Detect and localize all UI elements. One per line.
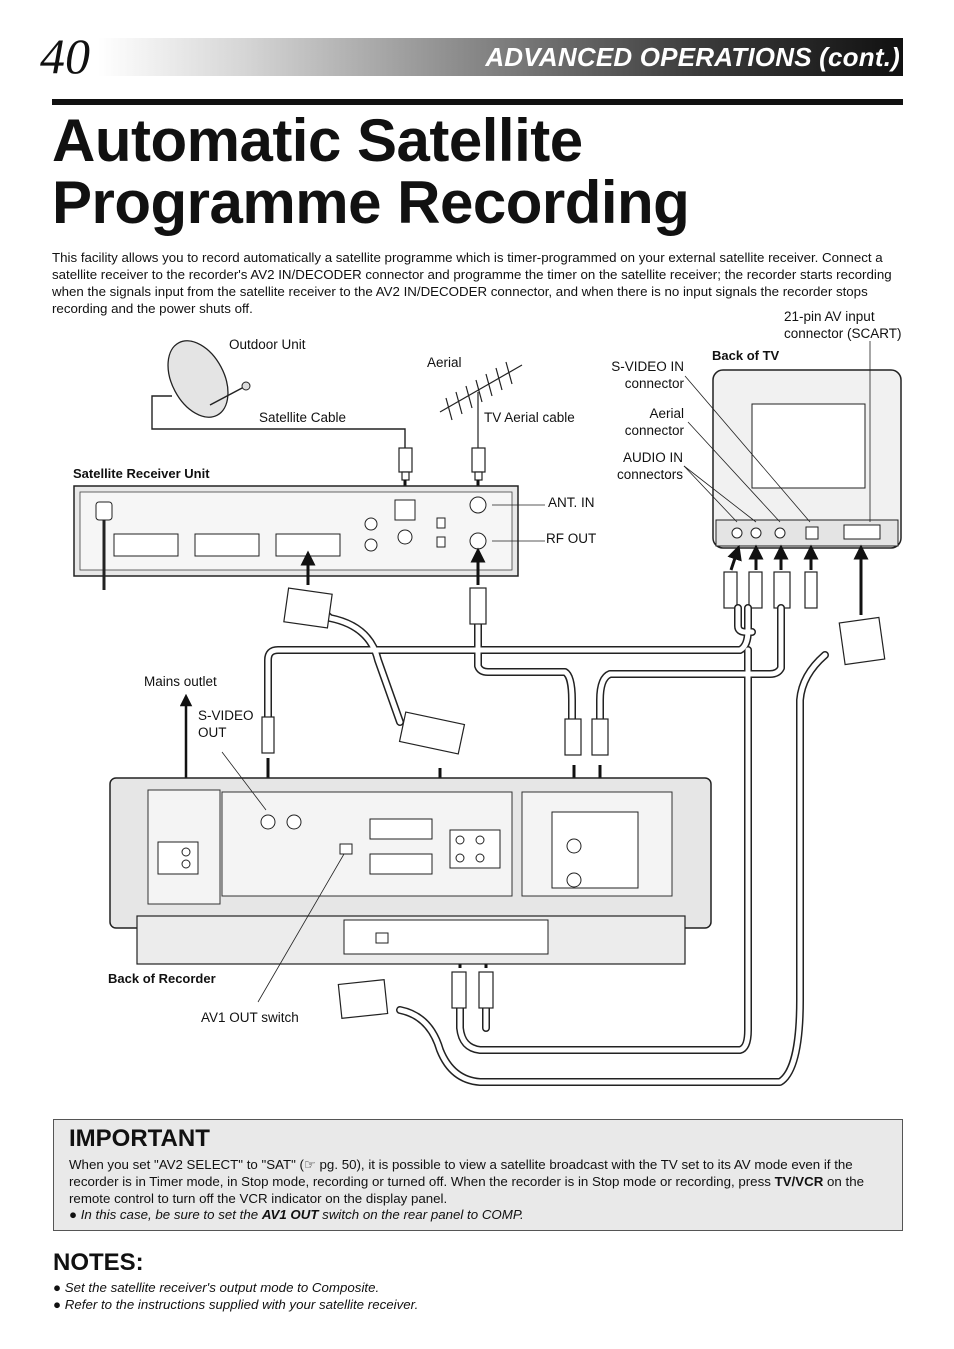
important-text-c: on the remote control to turn off the VC… [69, 1174, 864, 1206]
intro-paragraph: This facility allows you to record autom… [52, 250, 892, 316]
bullet-icon: ● [53, 1280, 62, 1295]
note-text: Set the satellite receiver's output mode… [64, 1280, 380, 1295]
important-heading: IMPORTANT [69, 1125, 210, 1152]
label-svideo-in-line2: connector [625, 376, 685, 391]
label-aerial: Aerial [427, 355, 462, 370]
note-text: Refer to the instructions supplied with … [64, 1297, 419, 1312]
label-svideo-out-line2: OUT [198, 725, 227, 740]
label-satellite-receiver-unit: Satellite Receiver Unit [73, 466, 210, 481]
page-title-line-2: Programme Recording [52, 169, 690, 236]
label-back-of-tv: Back of TV [712, 348, 780, 363]
page-title-line-1: Automatic Satellite [52, 107, 583, 174]
important-note: ● In this case, be sure to set the AV1 O… [69, 1206, 889, 1223]
notes-heading: NOTES: [53, 1249, 144, 1276]
satellite-dish-icon [151, 340, 406, 448]
label-av1-out-switch: AV1 OUT switch [201, 1010, 299, 1025]
page-reference-icon: ☞ [303, 1157, 316, 1172]
label-audio-in-line2: connectors [617, 467, 683, 482]
header-rule [52, 99, 903, 105]
page-title: Automatic Satellite Programme Recording [52, 110, 912, 234]
satellite-receiver-unit [73, 485, 519, 590]
tv-back-panel [712, 369, 902, 549]
page-number: 40 [40, 28, 90, 84]
important-note-text-a: In this case, be sure to set the [77, 1207, 262, 1222]
label-svideo-in-line1: S-VIDEO IN [611, 359, 684, 374]
tv-vcr-key: TV/VCR [774, 1174, 824, 1189]
important-text-a: When you set "AV2 SELECT" to "SAT" ( [69, 1157, 304, 1172]
bullet-icon: ● [53, 1297, 62, 1312]
recorder-back-panel [109, 777, 712, 965]
label-tv-aerial-cable: TV Aerial cable [484, 410, 575, 425]
important-text-b: pg. 50), it is possible to view a satell… [69, 1157, 853, 1189]
header-band [98, 38, 903, 76]
important-body: When you set "AV2 SELECT" to "SAT" (☞ pg… [69, 1156, 889, 1207]
important-note-text-b: switch on the rear panel to COMP. [318, 1207, 524, 1222]
label-aerial-connector-line2: connector [625, 423, 685, 438]
label-outdoor-unit: Outdoor Unit [229, 337, 306, 352]
label-scart-line1: 21-pin AV input [784, 309, 875, 324]
important-box: IMPORTANT When you set "AV2 SELECT" to "… [53, 1119, 903, 1231]
aerial-antenna-icon [439, 361, 523, 448]
label-mains-outlet: Mains outlet [144, 674, 217, 689]
label-back-of-recorder: Back of Recorder [108, 971, 216, 986]
av1-out-label: AV1 OUT [261, 1207, 319, 1222]
label-rf-out: RF OUT [546, 531, 596, 546]
label-aerial-connector-line1: Aerial [649, 406, 684, 421]
note-item: ● Refer to the instructions supplied wit… [53, 1296, 418, 1313]
label-scart-line2: connector (SCART) [784, 326, 902, 341]
cable-plugs-top [398, 447, 486, 481]
label-audio-in-line1: AUDIO IN [623, 450, 683, 465]
label-satellite-cable: Satellite Cable [259, 410, 346, 425]
note-item: ● Set the satellite receiver's output mo… [53, 1279, 379, 1296]
label-ant-in: ANT. IN [548, 495, 595, 510]
section-title: ADVANCED OPERATIONS (cont.) [485, 42, 900, 72]
bullet-icon: ● [69, 1207, 78, 1222]
connection-diagram: Outdoor Unit Satellite Cable Aerial TV A… [73, 309, 902, 1086]
label-svideo-out-line1: S-VIDEO [198, 708, 254, 723]
